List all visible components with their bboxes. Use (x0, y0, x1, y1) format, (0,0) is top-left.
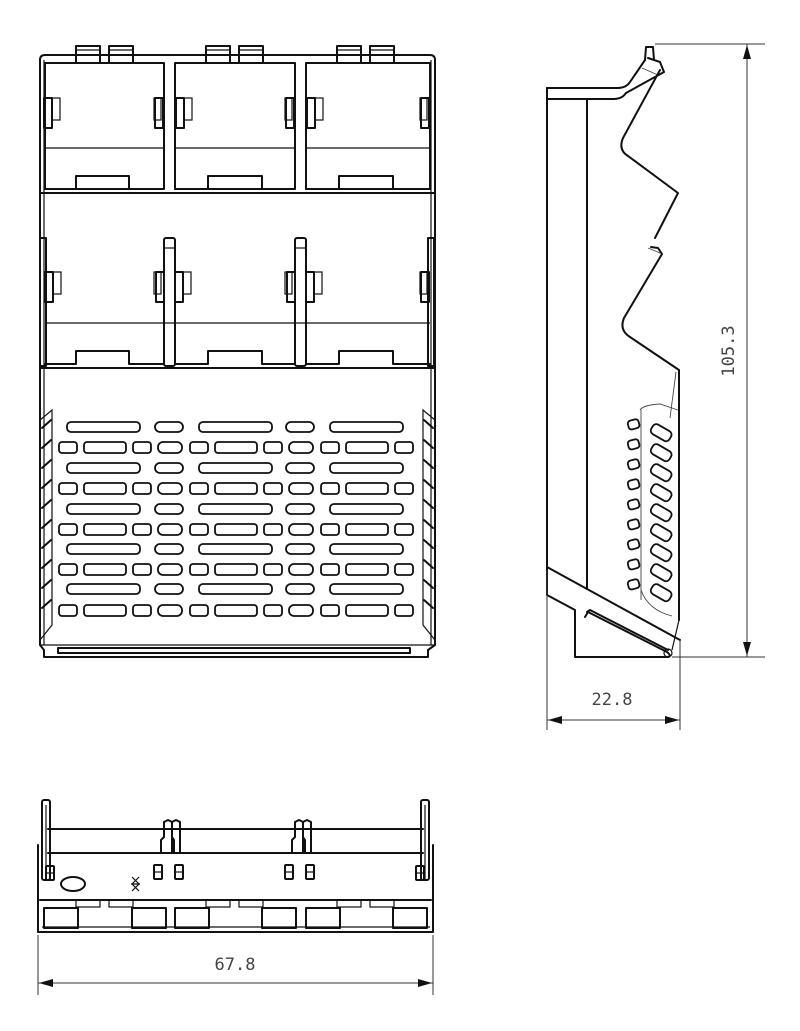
dimension-width-label: 67.8 (214, 955, 256, 975)
dimension-depth-label: 22.8 (591, 690, 633, 710)
dimension-width (37, 935, 434, 995)
front-view (39, 45, 436, 658)
dimension-height (655, 43, 765, 658)
bottom-view (37, 799, 434, 933)
dimension-depth (546, 570, 681, 730)
module-row-bottom (39, 237, 435, 367)
side-vent-slots (626, 403, 679, 617)
vent-grid (58, 421, 414, 617)
dimension-height-label: 105.3 (719, 325, 739, 377)
recycle-symbol-icon (131, 876, 140, 892)
module-row-top (43, 62, 431, 190)
side-ribs (39, 408, 436, 641)
side-view (546, 46, 681, 658)
bottom-feet (43, 899, 428, 929)
